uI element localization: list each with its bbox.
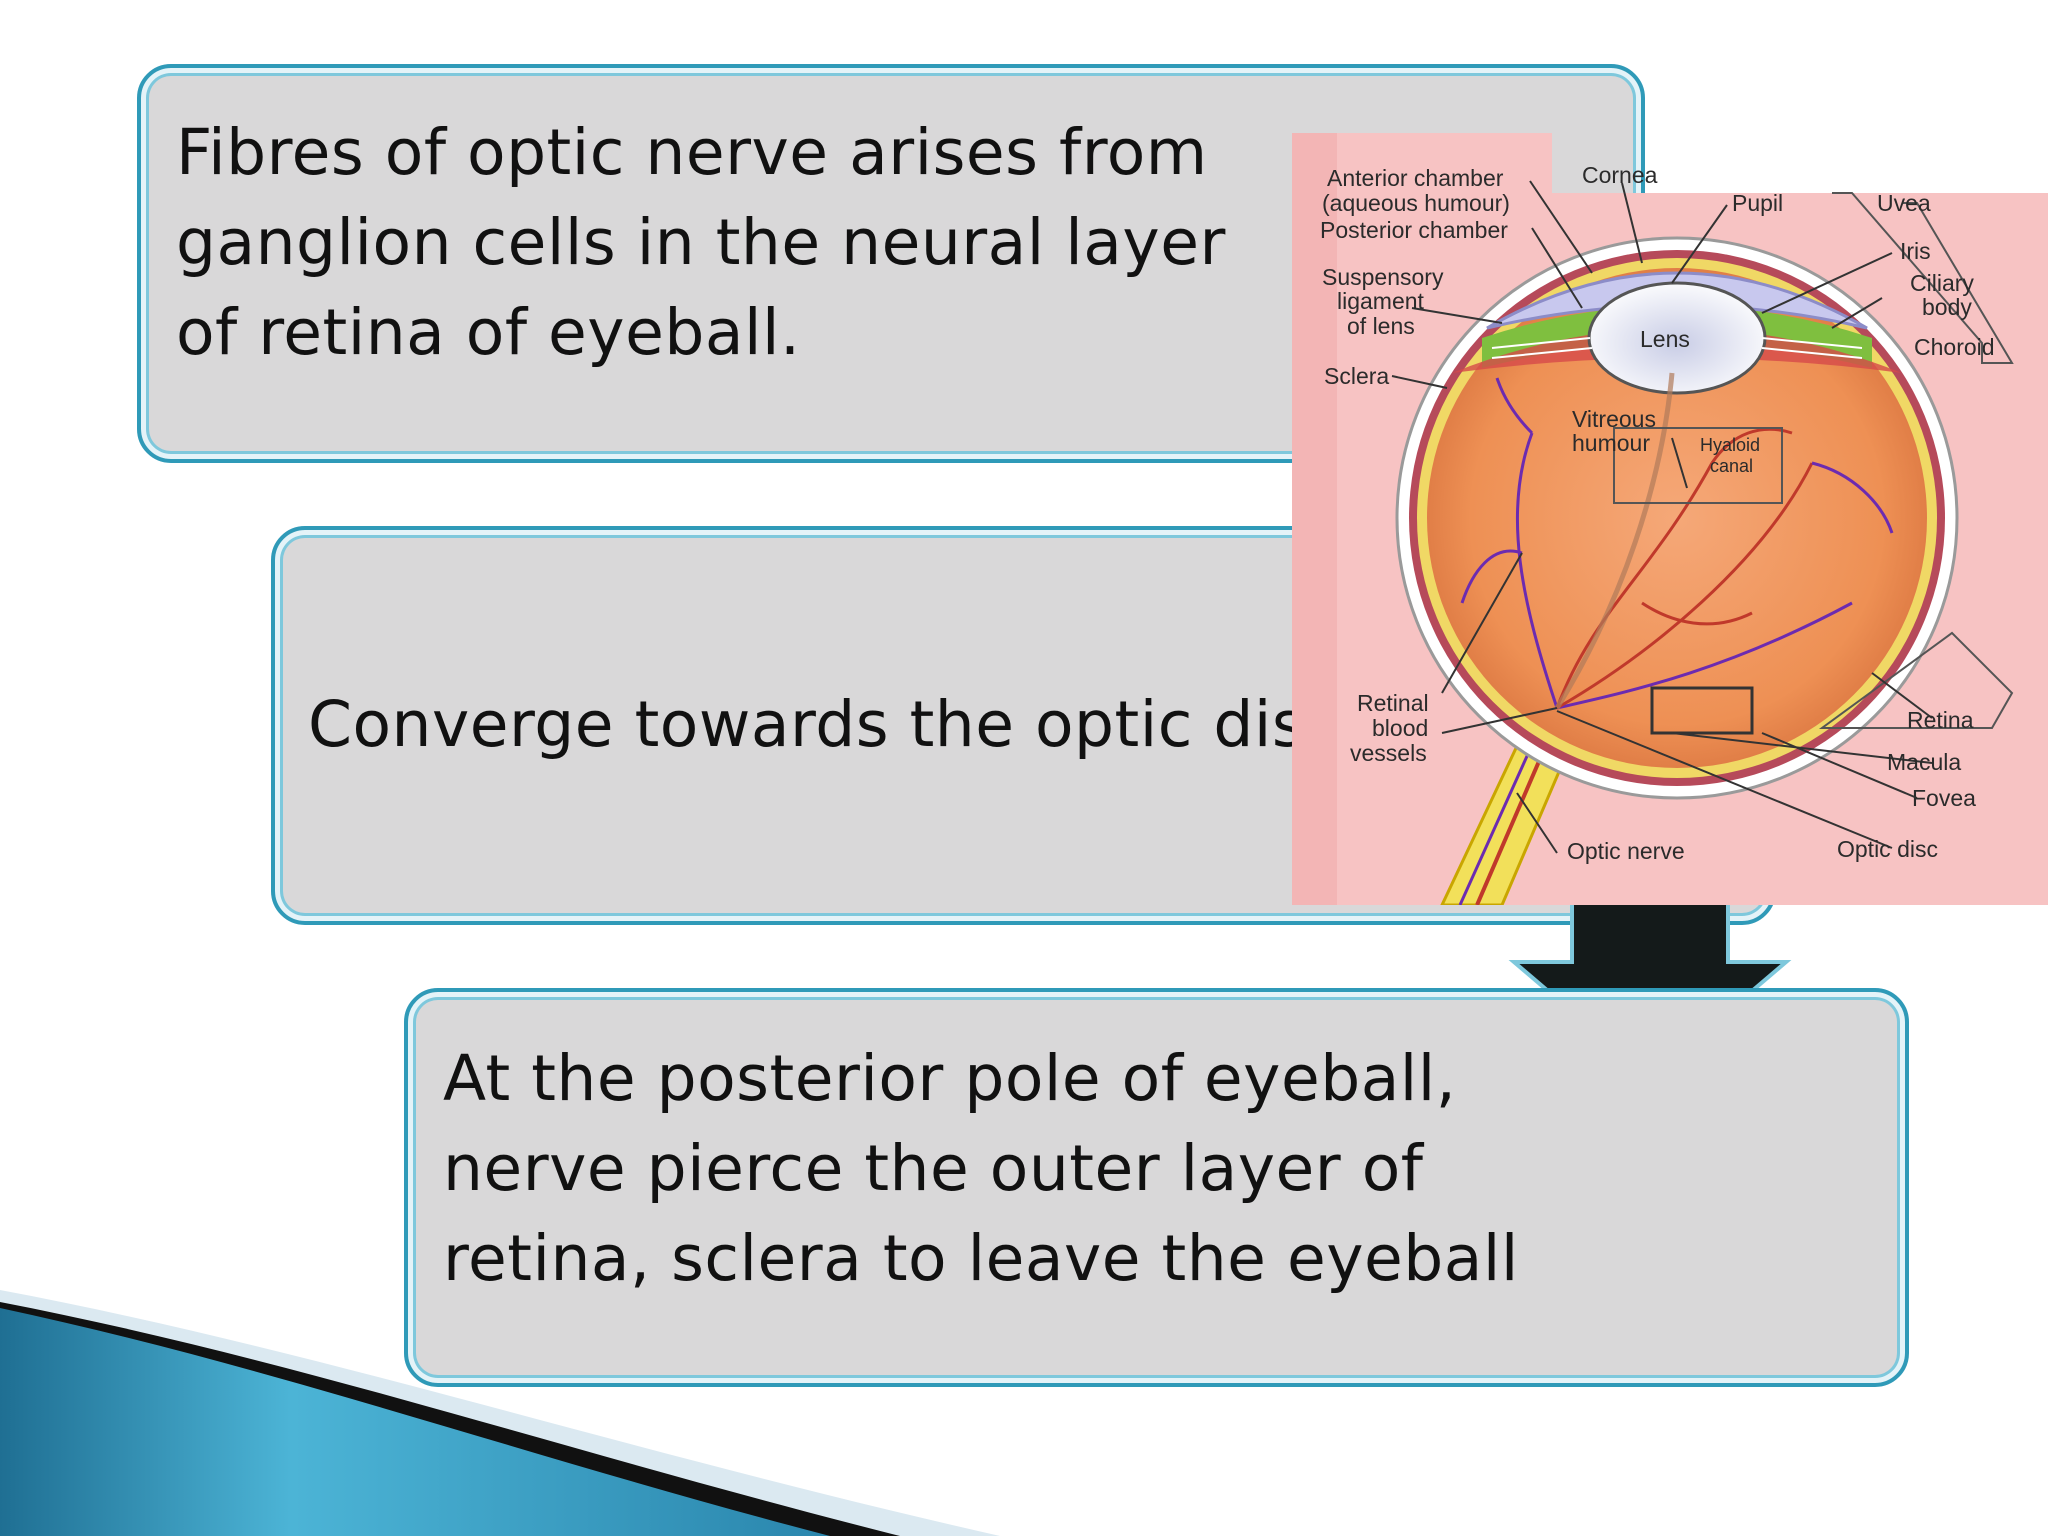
text-box-3: At the posterior pole of eyeball, nerve … <box>404 988 1909 1387</box>
label-iris: Iris <box>1900 238 1931 264</box>
label-aqueous-humour: (aqueous humour) <box>1322 190 1510 216</box>
hyaloid-label-box <box>1613 427 1783 504</box>
macula-marker <box>1650 686 1754 735</box>
box-1-text: Fibres of optic nerve arises from gangli… <box>176 108 1226 378</box>
box-3-line-3: retina, sclera to leave the eyeball <box>443 1222 1519 1295</box>
label-choroid: Choroid <box>1914 334 1995 360</box>
box-1-line-3: of retina of eyeball. <box>176 296 801 369</box>
diagram-background-edge <box>1292 133 1337 905</box>
box-2-line-1: Converge towards the optic disc <box>308 688 1341 761</box>
label-retinal: Retinal <box>1357 690 1429 716</box>
uvea-bracket <box>1832 192 2014 364</box>
hyaloid-canal-shape <box>1554 372 1675 710</box>
box-3-text: At the posterior pole of eyeball, nerve … <box>443 1034 1519 1304</box>
retina-bracket <box>1818 631 2014 729</box>
label-retina: Retina <box>1907 707 1974 733</box>
label-humour: humour <box>1572 430 1650 456</box>
box-1-line-1: Fibres of optic nerve arises from <box>176 116 1208 189</box>
label-fovea: Fovea <box>1912 785 1976 811</box>
eye-anatomy-diagram: Anterior chamber (aqueous humour) Poster… <box>1292 133 2048 905</box>
label-cornea: Cornea <box>1582 162 1658 188</box>
box-3-line-1: At the posterior pole of eyeball, <box>443 1042 1457 1115</box>
label-pupil: Pupil <box>1732 190 1783 216</box>
diagram-labels: Anterior chamber (aqueous humour) Poster… <box>1320 162 1995 864</box>
label-ciliary-body: body <box>1922 294 1972 320</box>
label-ligament: ligament <box>1337 288 1425 314</box>
label-of-lens: of lens <box>1347 313 1415 339</box>
label-posterior-chamber: Posterior chamber <box>1320 217 1508 243</box>
label-optic-nerve: Optic nerve <box>1567 838 1685 864</box>
label-leader-lines <box>1391 180 1933 854</box>
label-ciliary: Ciliary <box>1910 270 1974 296</box>
label-blood: blood <box>1372 715 1428 741</box>
label-uvea: Uvea <box>1877 190 1931 216</box>
box-3-line-2: nerve pierce the outer layer of <box>443 1132 1424 1205</box>
label-anterior-chamber: Anterior chamber <box>1327 165 1504 191</box>
label-lens: Lens <box>1640 326 1690 352</box>
swoosh-blue-band <box>0 1308 830 1536</box>
label-suspensory: Suspensory <box>1322 264 1444 290</box>
label-hyaloid: Hyaloid <box>1700 435 1760 455</box>
label-macula: Macula <box>1887 749 1961 775</box>
label-vitreous: Vitreous <box>1572 406 1656 432</box>
box-2-text: Converge towards the optic disc <box>308 680 1340 770</box>
label-canal: canal <box>1710 456 1753 476</box>
decorative-swoosh <box>0 1290 1000 1536</box>
label-optic-disc: Optic disc <box>1837 836 1938 862</box>
label-vessels: vessels <box>1350 740 1427 766</box>
retinal-blood-vessels <box>1460 377 1894 710</box>
suspensory-ligament-lines <box>1491 337 1863 359</box>
box-1-line-2: ganglion cells in the neural layer <box>176 206 1226 279</box>
label-sclera: Sclera <box>1324 363 1389 389</box>
